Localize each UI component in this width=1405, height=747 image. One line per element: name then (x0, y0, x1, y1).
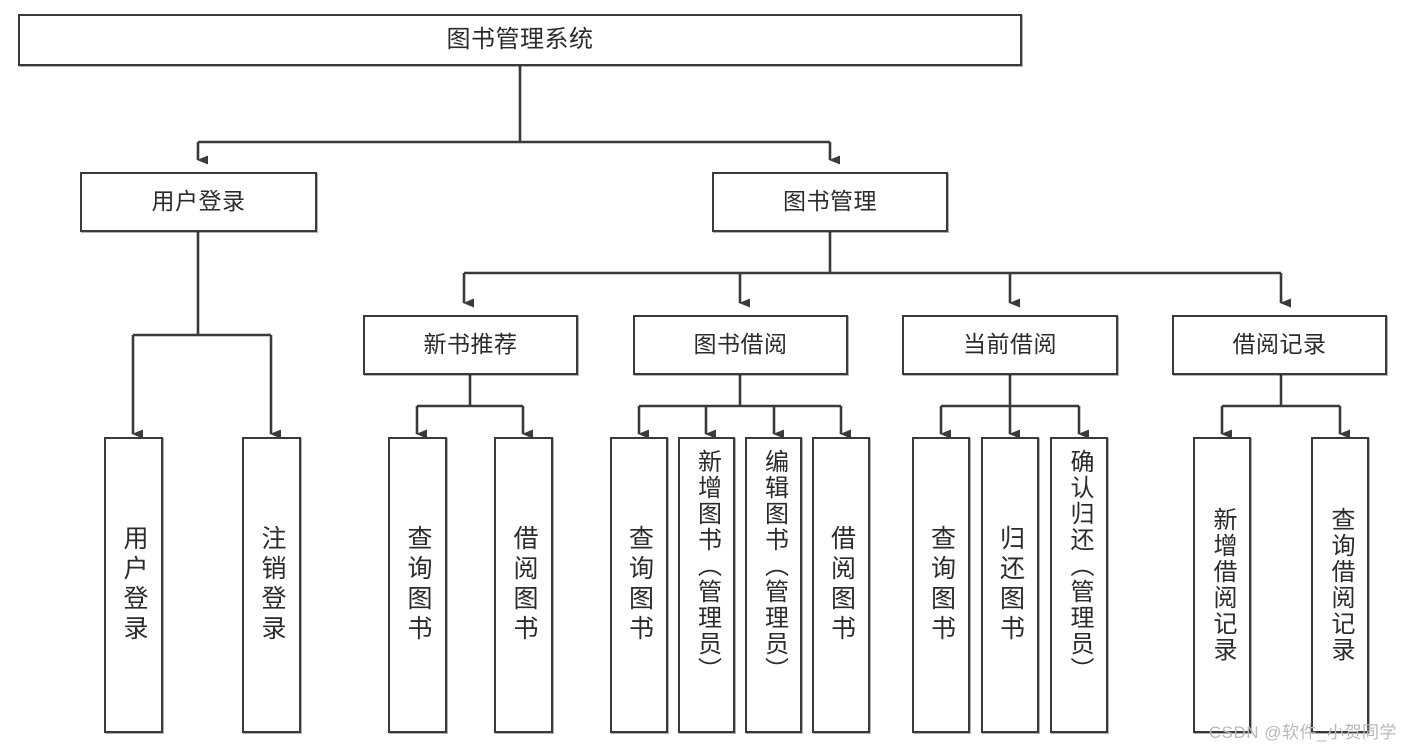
node-label: 确认归还（管理员） (1066, 449, 1093, 683)
watermark: CSDN @软件_小贺同学 (1208, 723, 1397, 742)
node-book-management[interactable]: 图书管理 (712, 172, 948, 232)
node-label: 查询图书 (625, 525, 654, 645)
leaf-current-borrow-return-book[interactable]: 归还图书 (981, 437, 1039, 733)
leaf-user-login[interactable]: 用户登录 (104, 437, 163, 733)
leaf-new-book-query-book[interactable]: 查询图书 (388, 437, 447, 733)
node-root-book-management-system[interactable]: 图书管理系统 (18, 14, 1022, 66)
node-label: 查询图书 (927, 525, 956, 645)
node-label: 归还图书 (996, 525, 1025, 645)
node-label: 新增图书（管理员） (693, 449, 721, 683)
node-new-book-recommend[interactable]: 新书推荐 (363, 315, 578, 375)
node-label: 当前借阅 (963, 331, 1057, 358)
node-label: 借阅记录 (1232, 331, 1327, 358)
node-label: 新增借阅记录 (1209, 507, 1236, 663)
leaf-current-borrow-confirm-return-admin[interactable]: 确认归还（管理员） (1050, 437, 1108, 733)
node-label: 借阅图书 (827, 525, 856, 645)
node-label: 编辑图书（管理员） (760, 449, 788, 683)
node-label: 查询借阅记录 (1327, 507, 1354, 663)
leaf-book-borrow-query-book[interactable]: 查询图书 (610, 437, 668, 733)
leaf-new-book-borrow-book[interactable]: 借阅图书 (494, 437, 553, 733)
leaf-current-borrow-query-book[interactable]: 查询图书 (912, 437, 970, 733)
node-borrow-record[interactable]: 借阅记录 (1172, 315, 1387, 375)
leaf-query-borrow-record[interactable]: 查询借阅记录 (1311, 437, 1369, 733)
node-label: 用户登录 (151, 188, 246, 215)
node-label: 借阅图书 (510, 525, 538, 645)
leaf-add-borrow-record[interactable]: 新增借阅记录 (1193, 437, 1251, 733)
leaf-book-borrow-add-book-admin[interactable]: 新增图书（管理员） (678, 437, 735, 733)
node-label: 注销登录 (258, 525, 286, 645)
node-label: 查询图书 (404, 525, 432, 645)
leaf-book-borrow-borrow-book[interactable]: 借阅图书 (812, 437, 870, 733)
node-label: 新书推荐 (423, 331, 518, 358)
node-book-borrow[interactable]: 图书借阅 (633, 315, 848, 375)
node-label: 图书管理系统 (446, 25, 594, 53)
node-label: 图书借阅 (693, 331, 788, 358)
node-user-login[interactable]: 用户登录 (80, 172, 317, 232)
node-current-borrow[interactable]: 当前借阅 (902, 315, 1118, 375)
leaf-book-borrow-edit-book-admin[interactable]: 编辑图书（管理员） (745, 437, 802, 733)
node-label: 用户登录 (120, 525, 148, 645)
leaf-logout[interactable]: 注销登录 (242, 437, 301, 733)
node-label: 图书管理 (783, 188, 877, 215)
